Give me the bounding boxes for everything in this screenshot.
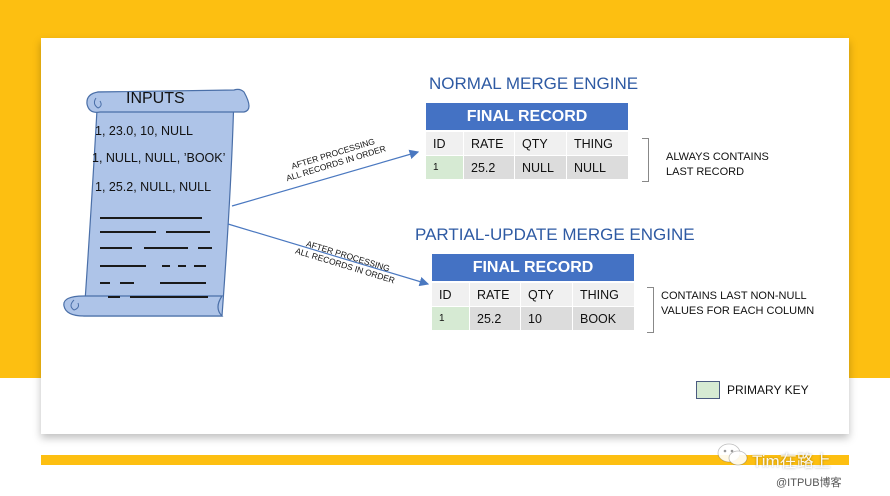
note-line: CONTAINS LAST NON-NULL [661,290,807,302]
table-cell: NULL [514,155,567,180]
primary-key-swatch [696,381,720,399]
column-header: QTY [520,282,573,307]
table-header-row: ID RATE QTY THING [425,131,629,156]
column-header: RATE [469,282,521,307]
table-cell: 10 [520,306,573,331]
arrow-to-partial [227,223,430,287]
input-line: 1, NULL, NULL, ’BOOK’ [92,151,226,165]
normal-final-record-header: FINAL RECORD [426,103,628,130]
normal-note-brace [642,138,649,182]
partial-engine-title: PARTIAL-UPDATE MERGE ENGINE [415,225,695,244]
table-cell: NULL [566,155,629,180]
input-line: 1, 23.0, 10, NULL [95,124,193,138]
partial-note-brace [647,287,654,333]
table-cell: 25.2 [463,155,515,180]
partial-final-record-header: FINAL RECORD [432,254,634,281]
watermark-text: Tim在路上 [752,452,831,471]
bottom-accent-band [41,455,849,465]
inputs-title: INPUTS [126,90,185,107]
scroll-icon [63,88,250,317]
note-line: ALWAYS CONTAINS [666,151,769,163]
column-header: ID [431,282,470,307]
column-header: ID [425,131,464,156]
primary-key-cell: 1 [425,155,464,180]
table-cell: 25.2 [469,306,521,331]
note-line: LAST RECORD [666,166,745,178]
normal-note: ALWAYS CONTAINS LAST RECORD [666,150,769,180]
column-header: RATE [463,131,515,156]
normal-record-table: ID RATE QTY THING 1 25.2 NULL NULL [425,131,629,180]
table-cell: BOOK [572,306,635,331]
partial-note: CONTAINS LAST NON-NULL VALUES FOR EACH C… [661,289,814,319]
arrow-to-normal [231,149,420,207]
watermark-credit: @ITPUB博客 [776,477,842,489]
partial-record-table: ID RATE QTY THING 1 25.2 10 BOOK [431,282,635,331]
primary-key-cell: 1 [431,306,470,331]
column-header: THING [566,131,629,156]
primary-key-legend-label: PRIMARY KEY [727,383,809,397]
table-row: 1 25.2 NULL NULL [425,155,629,180]
column-header: QTY [514,131,567,156]
column-header: THING [572,282,635,307]
wechat-icon [717,443,748,466]
normal-engine-title: NORMAL MERGE ENGINE [429,74,639,93]
note-line: VALUES FOR EACH COLUMN [661,305,815,317]
input-line: 1, 25.2, NULL, NULL [95,180,212,194]
table-header-row: ID RATE QTY THING [431,282,635,307]
table-row: 1 25.2 10 BOOK [431,306,635,331]
